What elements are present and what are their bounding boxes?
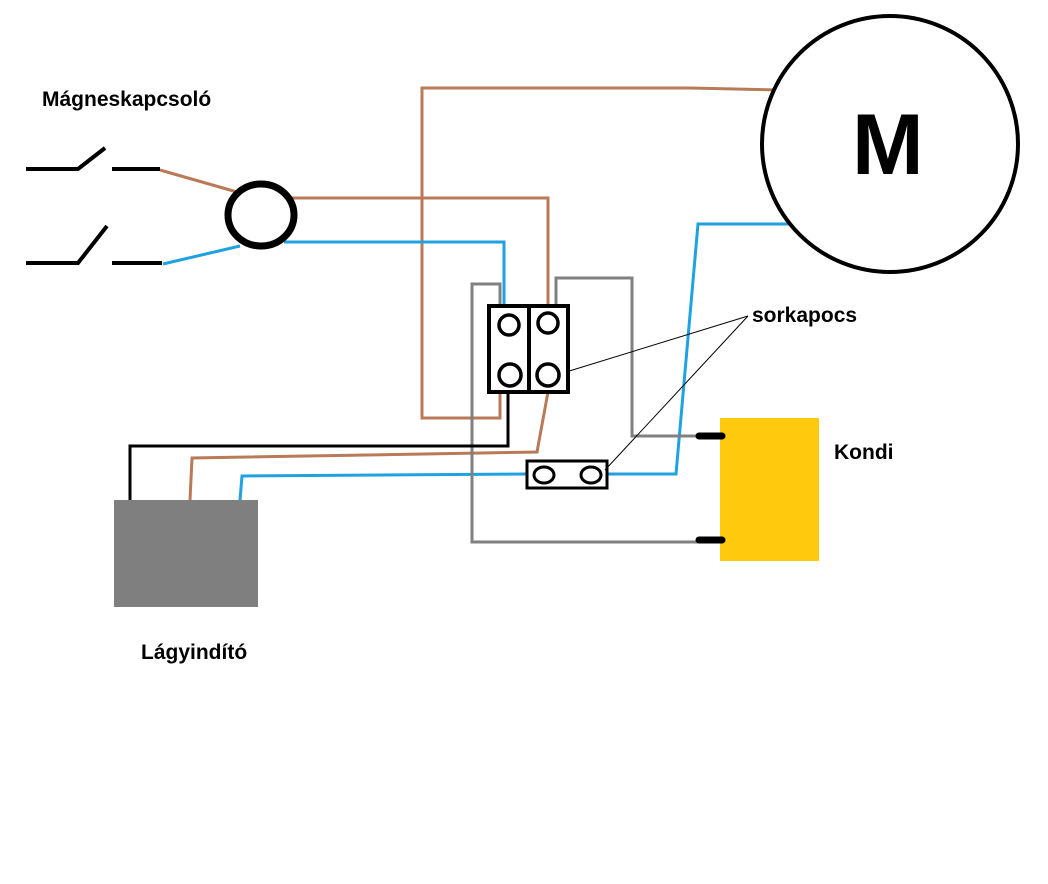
terminal-screw — [535, 362, 561, 388]
terminal-screw — [536, 311, 560, 335]
capacitor-box — [720, 418, 819, 561]
contactor-coil — [224, 180, 298, 250]
switch-contact-top — [26, 146, 160, 171]
terminal-block-small — [525, 459, 609, 490]
wire-brown-coil-to-motor — [159, 168, 238, 194]
label-capacitor: Kondi — [834, 441, 894, 464]
wire-blue-switch-to-coil — [162, 244, 241, 266]
capacitor-terminals — [695, 432, 726, 544]
wire-gray-inner-loop — [554, 276, 720, 438]
wire-blue-coil-to-terminal — [284, 240, 506, 306]
label-terminal-block: sorkapocs — [752, 304, 858, 327]
soft-starter-box — [114, 500, 258, 607]
wire-brown-motor-loop — [420, 86, 781, 420]
wire-black-terminal-to-softstarter — [128, 392, 510, 500]
terminal-screw — [497, 362, 523, 388]
switch-contact-bottom — [26, 224, 162, 265]
terminal-screw — [579, 465, 603, 485]
label-soft-starter: Lágyindító — [141, 641, 248, 664]
motor-symbol — [760, 14, 1020, 274]
label-contactor: Mágneskapcsoló — [42, 88, 212, 111]
wire-brown-coil-to-terminal — [290, 196, 550, 306]
terminal-label-leaders — [565, 315, 749, 471]
motor-label: M — [852, 97, 924, 193]
terminal-block-main — [487, 304, 570, 394]
terminal-screw — [497, 313, 521, 337]
wire-gray-outer-loop — [470, 282, 720, 544]
contactor-switch-contacts — [26, 146, 162, 265]
terminal-screw — [532, 465, 556, 485]
wire-brown-terminal-to-softstarter — [188, 391, 550, 501]
wire-blue-small-terminal-to-motor — [606, 222, 795, 476]
wire-blue-softstarter-to-small-terminal — [238, 472, 529, 501]
